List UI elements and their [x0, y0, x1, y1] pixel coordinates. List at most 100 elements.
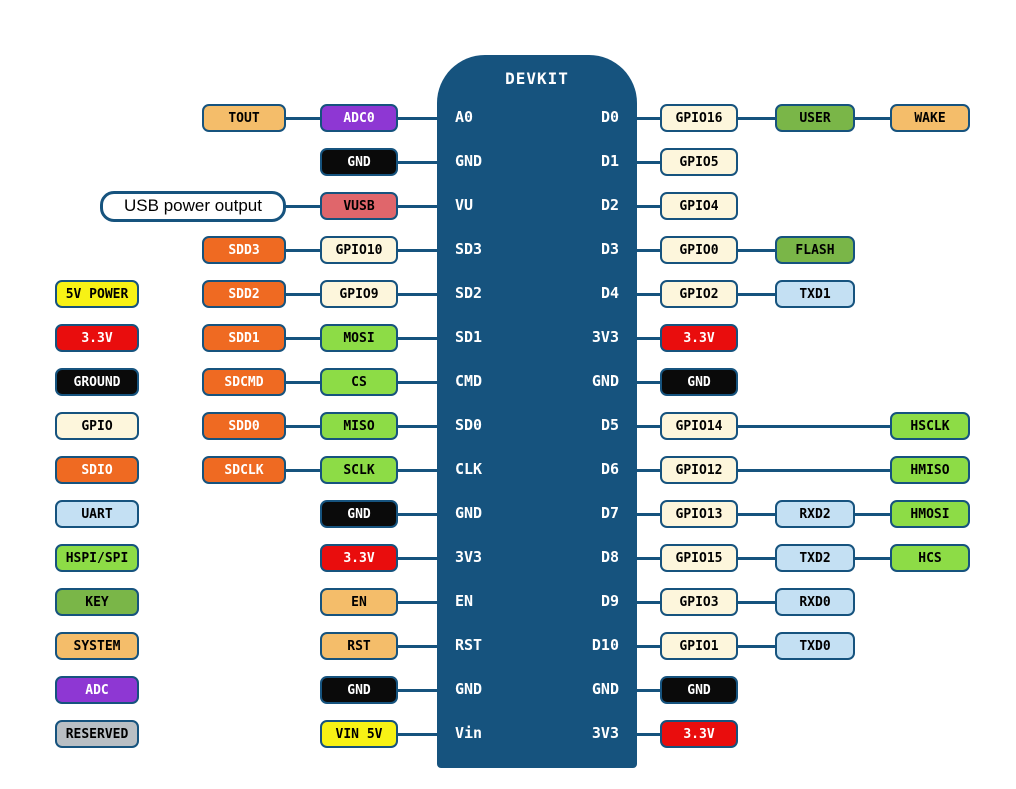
label-box-gpio1: GPIO1 [660, 632, 738, 660]
board-pin-row: RST D10 [455, 636, 619, 654]
board-pin-row: GND D7 [455, 504, 619, 522]
label-box-gpio16: GPIO16 [660, 104, 738, 132]
label-box-sdd3: SDD3 [202, 236, 286, 264]
label-box-gnd: GND [320, 148, 398, 176]
pin-label-sd1-left: SD1 [455, 328, 483, 346]
label-box-gpio13: GPIO13 [660, 500, 738, 528]
pin-label-gnd-left: GND [455, 152, 483, 170]
connector-line [637, 468, 950, 472]
label-box-mosi: MOSI [320, 324, 398, 352]
label-box-rxd2: RXD2 [775, 500, 855, 528]
label-box-gpio14: GPIO14 [660, 412, 738, 440]
label-box-hcs: HCS [890, 544, 970, 572]
label-box-gpio15: GPIO15 [660, 544, 738, 572]
label-box-flash: FLASH [775, 236, 855, 264]
label-box-txd1: TXD1 [775, 280, 855, 308]
label-box-vusb: VUSB [320, 192, 398, 220]
label-box-gpio0: GPIO0 [660, 236, 738, 264]
pin-label-gnd-right: GND [591, 680, 619, 698]
label-box-sdcmd: SDCMD [202, 368, 286, 396]
board-pin-row: Vin 3V3 [455, 724, 619, 742]
pin-label-d5-right: D5 [600, 416, 619, 434]
board-pin-row: SD3 D3 [455, 240, 619, 258]
label-box-user: USER [775, 104, 855, 132]
label-box-rst: RST [320, 632, 398, 660]
pin-label-d7-right: D7 [600, 504, 619, 522]
pin-label-d0-right: D0 [600, 108, 619, 126]
label-box-hsclk: HSCLK [890, 412, 970, 440]
label-box-sdd2: SDD2 [202, 280, 286, 308]
label-box-gnd: GND [320, 676, 398, 704]
label-box-gpio10: GPIO10 [320, 236, 398, 264]
pin-label-d10-right: D10 [591, 636, 619, 654]
pin-label-d8-right: D8 [600, 548, 619, 566]
pin-label-3v3-right: 3V3 [591, 328, 619, 346]
label-box-sdclk: SDCLK [202, 456, 286, 484]
pin-label-gnd-right: GND [591, 372, 619, 390]
pin-label-sd3-left: SD3 [455, 240, 483, 258]
label-box-hmiso: HMISO [890, 456, 970, 484]
label-box-wake: WAKE [890, 104, 970, 132]
label-box-tout: TOUT [202, 104, 286, 132]
label-box-adc0: ADC0 [320, 104, 398, 132]
label-box-sdd0: SDD0 [202, 412, 286, 440]
board-pin-row: GND D1 [455, 152, 619, 170]
label-box-gpio2: GPIO2 [660, 280, 738, 308]
pin-label-en-left: EN [455, 592, 474, 610]
board-pin-row: VU D2 [455, 196, 619, 214]
pin-label-vu-left: VU [455, 196, 474, 214]
legend-item-key: KEY [55, 588, 139, 616]
pin-label-d6-right: D6 [600, 460, 619, 478]
label-box-rxd0: RXD0 [775, 588, 855, 616]
label-box-en: EN [320, 588, 398, 616]
board-pin-row: SD1 3V3 [455, 328, 619, 346]
label-box-hmosi: HMOSI [890, 500, 970, 528]
pin-label-a0-left: A0 [455, 108, 474, 126]
label-box-gpio12: GPIO12 [660, 456, 738, 484]
label-box-gpio9: GPIO9 [320, 280, 398, 308]
legend-item-hspi-spi: HSPI/SPI [55, 544, 139, 572]
pin-label-rst-left: RST [455, 636, 483, 654]
pin-label-gnd-left: GND [455, 680, 483, 698]
label-box-txd0: TXD0 [775, 632, 855, 660]
connector-line [637, 424, 950, 428]
board-pin-row: GND GND [455, 680, 619, 698]
label-box-gnd: GND [660, 368, 738, 396]
label-box-sclk: SCLK [320, 456, 398, 484]
pin-label-gnd-left: GND [455, 504, 483, 522]
label-box-3-3v: 3.3V [660, 720, 738, 748]
label-box-cs: CS [320, 368, 398, 396]
pin-label-sd0-left: SD0 [455, 416, 483, 434]
legend-item-uart: UART [55, 500, 139, 528]
label-box-gpio4: GPIO4 [660, 192, 738, 220]
pin-label-3v3-right: 3V3 [591, 724, 619, 742]
label-box-gnd: GND [660, 676, 738, 704]
board-title: DEVKIT [505, 69, 569, 88]
label-box-3-3v: 3.3V [320, 544, 398, 572]
legend-item-system: SYSTEM [55, 632, 139, 660]
legend-item-3-3v: 3.3V [55, 324, 139, 352]
label-box-3-3v: 3.3V [660, 324, 738, 352]
legend-item-5v-power: 5V POWER [55, 280, 139, 308]
pin-label-vin-left: Vin [455, 724, 483, 742]
label-box-vin-5v: VIN 5V [320, 720, 398, 748]
pin-label-d2-right: D2 [600, 196, 619, 214]
callout-usb-power-output: USB power output [100, 190, 286, 222]
label-box-txd2: TXD2 [775, 544, 855, 572]
board-pin-row: SD0 D5 [455, 416, 619, 434]
legend-item-gpio: GPIO [55, 412, 139, 440]
pin-label-d4-right: D4 [600, 284, 619, 302]
pin-label-d3-right: D3 [600, 240, 619, 258]
legend-item-reserved: RESERVED [55, 720, 139, 748]
legend-item-adc: ADC [55, 676, 139, 704]
board-pin-row: A0 D0 [455, 108, 619, 126]
label-box-sdd1: SDD1 [202, 324, 286, 352]
pin-label-d1-right: D1 [600, 152, 619, 170]
legend-item-ground: GROUND [55, 368, 139, 396]
label-box-gpio3: GPIO3 [660, 588, 738, 616]
